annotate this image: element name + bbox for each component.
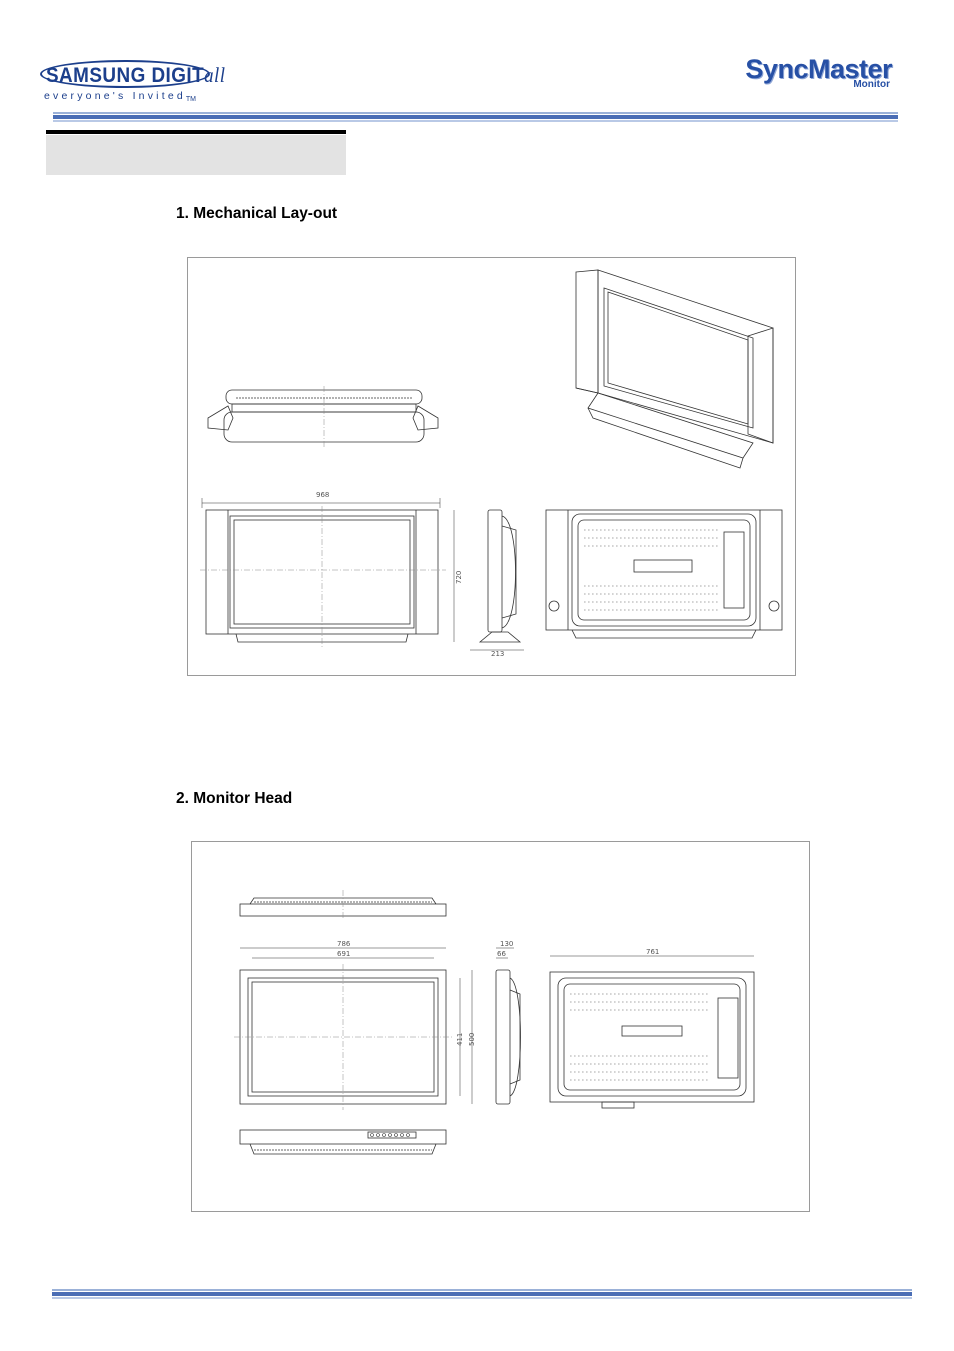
- dim-overall-depth: 213: [491, 650, 504, 658]
- dim-head-rear-width: 761: [646, 948, 659, 956]
- header-rule: [53, 112, 898, 122]
- syncmaster-wordmark: SyncMaster: [745, 54, 892, 84]
- dim-head-outer-height: 500: [468, 1033, 476, 1046]
- logo-brand-word: SAMSUNG DIGIT: [46, 64, 205, 87]
- syncmaster-logo: SyncMaster Monitor: [732, 55, 892, 95]
- logo-brand-suffix: all: [204, 63, 226, 87]
- dim-head-outer-width: 786: [337, 940, 351, 948]
- logo-tagline-tm: TM: [185, 96, 197, 103]
- monitor-head-top-view: [239, 890, 447, 920]
- dim-head-depth-body: 66: [497, 950, 506, 958]
- heading-monitor-head: 2. Monitor Head: [176, 790, 293, 807]
- side-view-drawing: 213: [470, 509, 524, 658]
- isometric-view-drawing: [575, 269, 774, 469]
- section-title-rule: [46, 130, 346, 134]
- heading-mechanical-layout: 1. Mechanical Lay-out: [176, 205, 338, 222]
- dim-head-depth-total: 130: [500, 940, 513, 948]
- syncmaster-sub-label: Monitor: [853, 79, 890, 90]
- front-view-drawing: 968 720: [200, 491, 463, 648]
- rear-view-drawing: [545, 509, 783, 639]
- mechanical-layout-drawing: 968 720 213: [187, 257, 796, 676]
- dim-head-screen-width: 691: [337, 950, 350, 958]
- samsung-digitall-logo: SAMSUNG DIGITall everyone's InvitedTM: [40, 52, 225, 103]
- monitor-head-bottom-view: [239, 1129, 447, 1155]
- monitor-head-front-view: 786 691 411 500: [234, 940, 476, 1110]
- footer-rule: [52, 1289, 912, 1299]
- logo-ellipse: [40, 60, 210, 88]
- logo-wordmark: SAMSUNG DIGITall: [46, 63, 225, 88]
- logo-tagline-text: everyone's Invited: [44, 90, 186, 102]
- monitor-head-side-view: 130 66: [495, 940, 521, 1105]
- dim-head-screen-height: 411: [456, 1033, 464, 1046]
- top-view-drawing: [207, 386, 439, 448]
- logo-tagline: everyone's InvitedTM: [44, 90, 196, 103]
- monitor-head-rear-view: 761: [549, 948, 755, 1109]
- dim-overall-width: 968: [316, 491, 329, 499]
- monitor-head-drawing: 786 691 411 500 130 66: [191, 841, 810, 1212]
- dim-overall-height: 720: [455, 571, 463, 584]
- section-title-bar: [46, 135, 346, 175]
